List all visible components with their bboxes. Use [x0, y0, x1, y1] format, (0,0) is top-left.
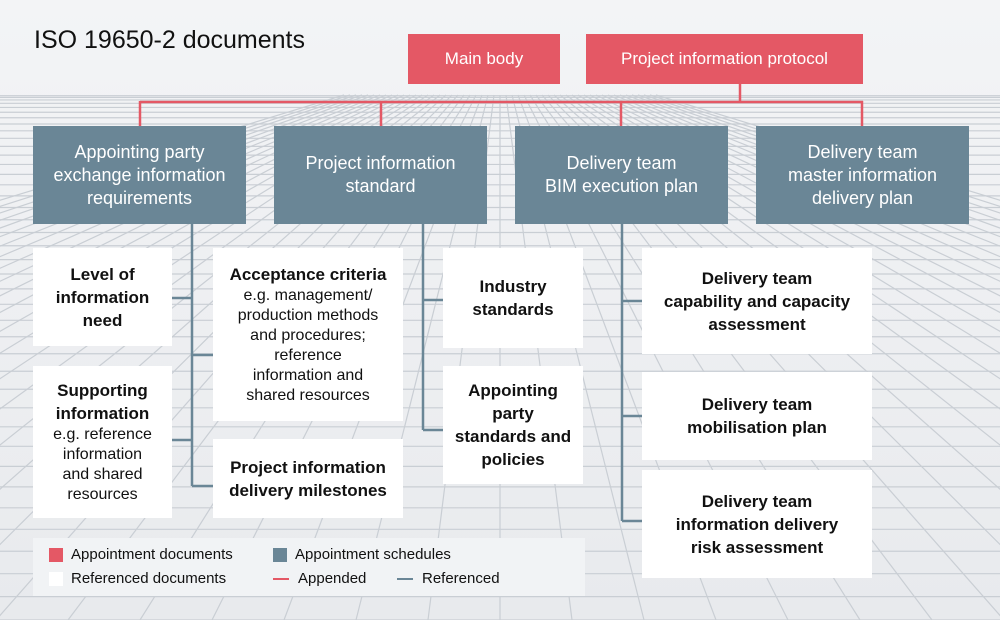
doc-delivery-milestones: Project information delivery milestones — [213, 439, 403, 518]
legend-appointment-documents: Appointment documents — [49, 546, 233, 563]
legend-appointment-documents-label: Appointment documents — [71, 546, 233, 563]
main-body-box: Main body — [408, 34, 560, 84]
legend-appointment-schedules-label: Appointment schedules — [295, 546, 451, 563]
schedule-bim-execution-plan-label: Delivery team BIM execution plan — [544, 153, 699, 196]
appointment-swatch — [49, 547, 63, 562]
schedule-bim-execution-plan: Delivery team BIM execution plan — [515, 126, 728, 224]
legend-referenced-documents-label: Referenced documents — [71, 570, 227, 587]
doc-mobilisation-plan: Delivery team mobilisation plan — [642, 372, 872, 460]
schedule-information-standard-label: Project information standard — [305, 153, 456, 196]
doc-level-of-information-need: Level of information need — [33, 248, 172, 346]
doc-capability-assessment-label: Delivery team capability and capacity as… — [663, 268, 851, 334]
schedule-swatch — [273, 547, 287, 562]
doc-risk-assessment: Delivery team information delivery risk … — [642, 470, 872, 578]
schedule-exchange-requirements: Appointing party exchange information re… — [33, 126, 246, 224]
page-title: ISO 19650-2 documents — [34, 26, 305, 54]
doc-risk-assessment-label: Delivery team information delivery risk … — [675, 491, 839, 557]
protocol-box: Project information protocol — [586, 34, 863, 84]
doc-acceptance-criteria: Acceptance criteria e.g. management/ pro… — [213, 248, 403, 421]
legend-appended-label: Appended — [298, 570, 367, 587]
schedule-midp-label: Delivery team master information deliver… — [787, 141, 938, 208]
legend: Appointment documents Appointment schedu… — [33, 538, 585, 596]
legend-referenced-label: Referenced — [422, 570, 500, 587]
doc-supporting-information: Supporting information e.g. reference in… — [33, 366, 172, 518]
main-body-label: Main body — [444, 49, 524, 68]
doc-mobilisation-plan-label: Delivery team mobilisation plan — [687, 395, 827, 437]
doc-appointing-party-standards-label: Appointing party standards and policies — [454, 381, 572, 469]
doc-industry-standards: Industry standards — [443, 248, 583, 348]
legend-referenced: Referenced — [397, 570, 500, 587]
doc-delivery-milestones-label: Project information delivery milestones — [229, 457, 387, 500]
legend-appointment-schedules: Appointment schedules — [273, 546, 451, 563]
doc-supporting-information-title: Supporting information — [55, 381, 150, 423]
schedule-information-standard: Project information standard — [274, 126, 487, 224]
schedule-midp: Delivery team master information deliver… — [756, 126, 969, 224]
protocol-label: Project information protocol — [621, 49, 828, 68]
doc-acceptance-criteria-sub: e.g. management/ production methods and … — [237, 287, 379, 404]
doc-appointing-party-standards: Appointing party standards and policies — [443, 366, 583, 484]
legend-appended: Appended — [273, 570, 366, 587]
doc-level-of-information-need-label: Level of information need — [55, 264, 150, 330]
doc-industry-standards-label: Industry standards — [472, 277, 554, 319]
doc-capability-assessment: Delivery team capability and capacity as… — [642, 248, 872, 354]
doc-acceptance-criteria-title: Acceptance criteria — [229, 265, 387, 284]
legend-referenced-documents: Referenced documents — [49, 570, 226, 587]
appended-line-icon — [273, 577, 289, 580]
referenced-line-icon — [397, 577, 413, 580]
doc-supporting-information-sub: e.g. reference information and shared re… — [53, 426, 152, 503]
schedule-exchange-requirements-label: Appointing party exchange information re… — [53, 141, 226, 208]
referenced-swatch — [49, 571, 63, 586]
